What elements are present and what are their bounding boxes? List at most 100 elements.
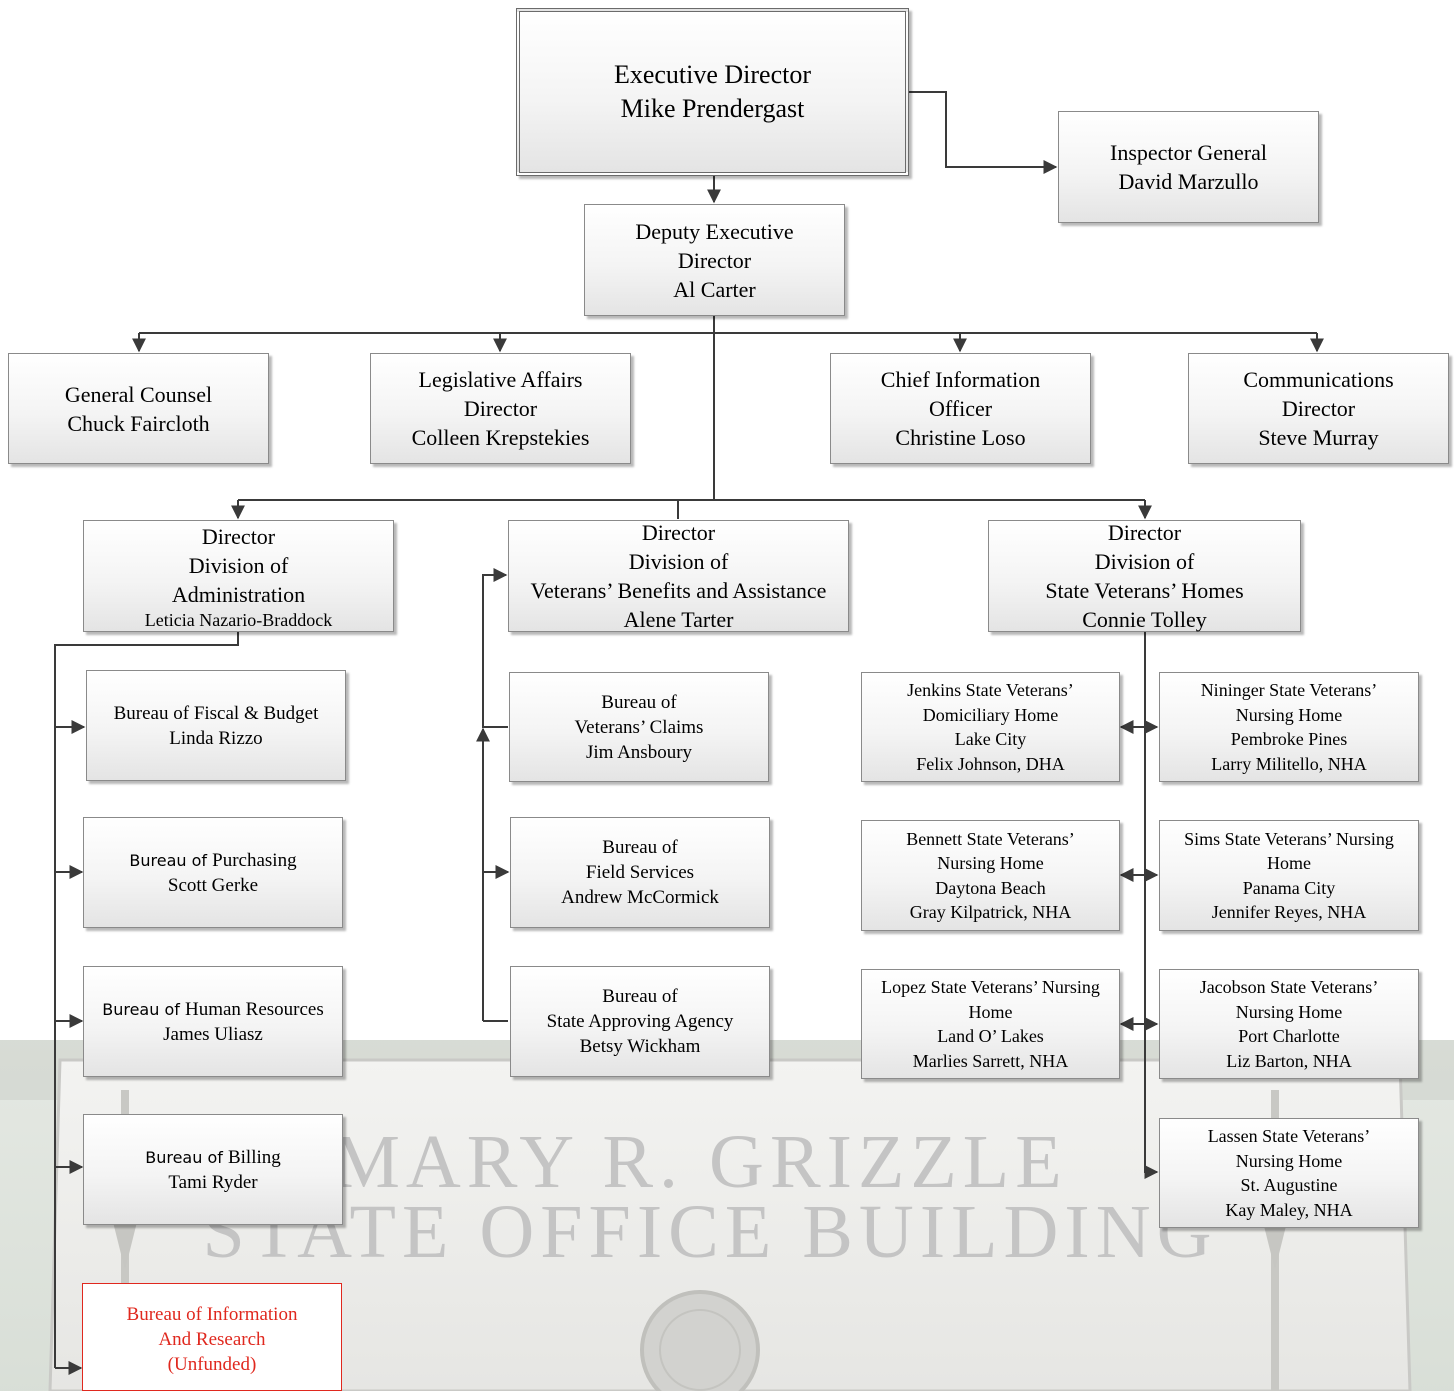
- home-name-line2: Nursing Home: [937, 853, 1044, 873]
- communications-title-line1: Communications: [1243, 367, 1394, 392]
- home-name-line1: Jacobson State Veterans’: [1199, 977, 1379, 997]
- executive-director-box: Executive Director Mike Prendergast: [516, 8, 909, 176]
- legislative-title-line1: Legislative Affairs: [418, 367, 583, 392]
- home-sims-box: Sims State Veterans’ Nursing Home Panama…: [1159, 820, 1419, 931]
- sign-line-2: STATE OFFICE BUILDING: [202, 1190, 1217, 1274]
- home-name-line1: Nininger State Veterans’: [1200, 680, 1378, 700]
- home-administrator: Kay Maley, NHA: [1225, 1199, 1353, 1220]
- bureau-title-line2: State Approving Agency: [546, 1011, 734, 1032]
- benefits-director-name: Alene Tarter: [623, 607, 734, 632]
- communications-title-line2: Director: [1281, 396, 1356, 421]
- admin-line3: Administration: [171, 581, 306, 607]
- home-nininger-box: Nininger State Veterans’ Nursing Home Pe…: [1159, 672, 1419, 782]
- counsel-name: Chuck Faircloth: [67, 410, 210, 436]
- benefits-line1: Director: [641, 520, 716, 545]
- bureau-chief-name: James Uliasz: [163, 1023, 263, 1045]
- home-jacobson-box: Jacobson State Veterans’ Nursing Home Po…: [1159, 969, 1419, 1079]
- home-city: Panama City: [1242, 877, 1336, 898]
- home-name-line2: Nursing Home: [1235, 704, 1343, 725]
- sign-line-1: MARY R. GRIZZLE: [332, 1120, 1067, 1204]
- cio-title-line1: Chief Information: [880, 367, 1041, 392]
- home-name-line1: Sims State Veterans’ Nursing: [1184, 828, 1394, 849]
- bureau-title: Bureau of Fiscal & Budget: [113, 702, 319, 724]
- inspector-general-box: Inspector General David Marzullo: [1058, 111, 1319, 223]
- bureau-title-line1: Bureau of: [602, 986, 678, 1007]
- home-name-line2: Nursing Home: [1235, 1150, 1343, 1171]
- bureau-title-line1: Bureau of: [602, 837, 678, 858]
- bureau-title: Purchasing: [212, 849, 297, 871]
- bureau-fiscal-budget-box: Bureau of Fiscal & Budget Linda Rizzo: [86, 670, 346, 781]
- admin-director-name: Leticia Nazario-Braddock: [144, 609, 333, 630]
- executive-name: Mike Prendergast: [620, 94, 805, 123]
- benefits-line3: Veterans’ Benefits and Assistance: [530, 578, 827, 603]
- home-lopez-box: Lopez State Veterans’ Nursing Home Land …: [861, 969, 1120, 1079]
- bureau-chief-name: Linda Rizzo: [169, 727, 263, 749]
- homes-director-name: Connie Tolley: [1082, 607, 1207, 632]
- bureau-purchasing-box: Bureau of Purchasing Scott Gerke: [83, 817, 343, 928]
- bureau-chief-name: Andrew McCormick: [561, 887, 719, 908]
- bureau-chief-name: Betsy Wickham: [579, 1036, 701, 1057]
- bureau-title-line1: Bureau of Information: [126, 1304, 298, 1325]
- division-administration-box: Director Division of Administration Leti…: [83, 520, 394, 632]
- bureau-title-line1: Bureau of: [601, 691, 677, 713]
- inspector-title: Inspector General: [1110, 140, 1267, 165]
- deputy-title-line2: Director: [677, 247, 752, 273]
- deputy-director-box: Deputy Executive Director Al Carter: [584, 204, 845, 316]
- home-name-line2: Home: [1267, 853, 1311, 873]
- chief-information-officer-box: Chief Information Officer Christine Loso: [830, 353, 1091, 464]
- home-jenkins-box: Jenkins State Veterans’ Domiciliary Home…: [861, 672, 1120, 782]
- bureau-field-services-box: Bureau of Field Services Andrew McCormic…: [510, 817, 770, 928]
- home-city: Land O’ Lakes: [937, 1026, 1044, 1046]
- division-homes-box: Director Division of State Veterans’ Hom…: [988, 520, 1301, 632]
- home-administrator: Marlies Sarrett, NHA: [912, 1050, 1069, 1071]
- home-city: Lake City: [954, 729, 1027, 749]
- bureau-title-line2: And Research: [158, 1329, 266, 1350]
- home-city: Pembroke Pines: [1230, 729, 1348, 749]
- home-city: Port Charlotte: [1238, 1026, 1340, 1046]
- home-lassen-box: Lassen State Veterans’ Nursing Home St. …: [1159, 1118, 1419, 1228]
- cio-title-line2: Officer: [928, 396, 993, 421]
- bureau-information-research-box: Bureau of Information And Research (Unfu…: [82, 1283, 342, 1391]
- inspector-name: David Marzullo: [1118, 169, 1259, 194]
- bureau-prefix: Bureau of: [102, 999, 185, 1019]
- bureau-prefix: Bureau of: [145, 1147, 228, 1167]
- bureau-veterans-claims-box: Bureau of Veterans’ Claims Jim Ansboury: [509, 672, 769, 782]
- communications-name: Steve Murray: [1258, 425, 1379, 450]
- home-name-line1: Lopez State Veterans’ Nursing: [881, 977, 1100, 997]
- general-counsel-box: General Counsel Chuck Faircloth: [8, 353, 269, 464]
- home-bennett-box: Bennett State Veterans’ Nursing Home Day…: [861, 820, 1120, 931]
- executive-title: Executive Director: [613, 60, 812, 89]
- bureau-human-resources-box: Bureau of Human Resources James Uliasz: [83, 966, 343, 1077]
- deputy-name: Al Carter: [673, 276, 756, 302]
- bureau-chief-name: Jim Ansboury: [585, 741, 693, 763]
- homes-line2: Division of: [1094, 549, 1195, 574]
- legislative-title-line2: Director: [463, 396, 538, 421]
- home-city: St. Augustine: [1240, 1175, 1338, 1195]
- communications-director-box: Communications Director Steve Murray: [1188, 353, 1449, 464]
- legislative-name: Colleen Krepstekies: [411, 425, 590, 450]
- state-seal-icon: [640, 1290, 760, 1391]
- bureau-title-line2: Field Services: [585, 862, 695, 883]
- bureau-chief-name: Scott Gerke: [167, 874, 259, 896]
- unfunded-label: (Unfunded): [167, 1354, 257, 1375]
- bureau-billing-box: Bureau of Billing Tami Ryder: [83, 1114, 343, 1225]
- home-name-line1: Bennett State Veterans’: [906, 828, 1075, 849]
- bureau-title: Billing: [227, 1146, 281, 1168]
- homes-line1: Director: [1107, 520, 1182, 545]
- home-administrator: Gray Kilpatrick, NHA: [909, 902, 1072, 922]
- legislative-affairs-box: Legislative Affairs Director Colleen Kre…: [370, 353, 631, 464]
- home-administrator: Jennifer Reyes, NHA: [1211, 902, 1367, 922]
- home-name-line2: Nursing Home: [1235, 1001, 1343, 1022]
- home-name-line2: Domiciliary Home: [922, 704, 1059, 725]
- home-name-line1: Lassen State Veterans’: [1207, 1126, 1371, 1146]
- deputy-title-line1: Deputy Executive: [635, 218, 794, 244]
- homes-line3: State Veterans’ Homes: [1045, 578, 1244, 603]
- division-benefits-box: Director Division of Veterans’ Benefits …: [508, 520, 849, 632]
- cio-name: Christine Loso: [895, 425, 1026, 450]
- bureau-title-line2: Veterans’ Claims: [574, 716, 704, 738]
- home-administrator: Liz Barton, NHA: [1226, 1050, 1352, 1071]
- home-name-line2: Home: [968, 1001, 1013, 1022]
- home-name-line1: Jenkins State Veterans’: [907, 680, 1074, 700]
- home-administrator: Felix Johnson, DHA: [916, 753, 1065, 774]
